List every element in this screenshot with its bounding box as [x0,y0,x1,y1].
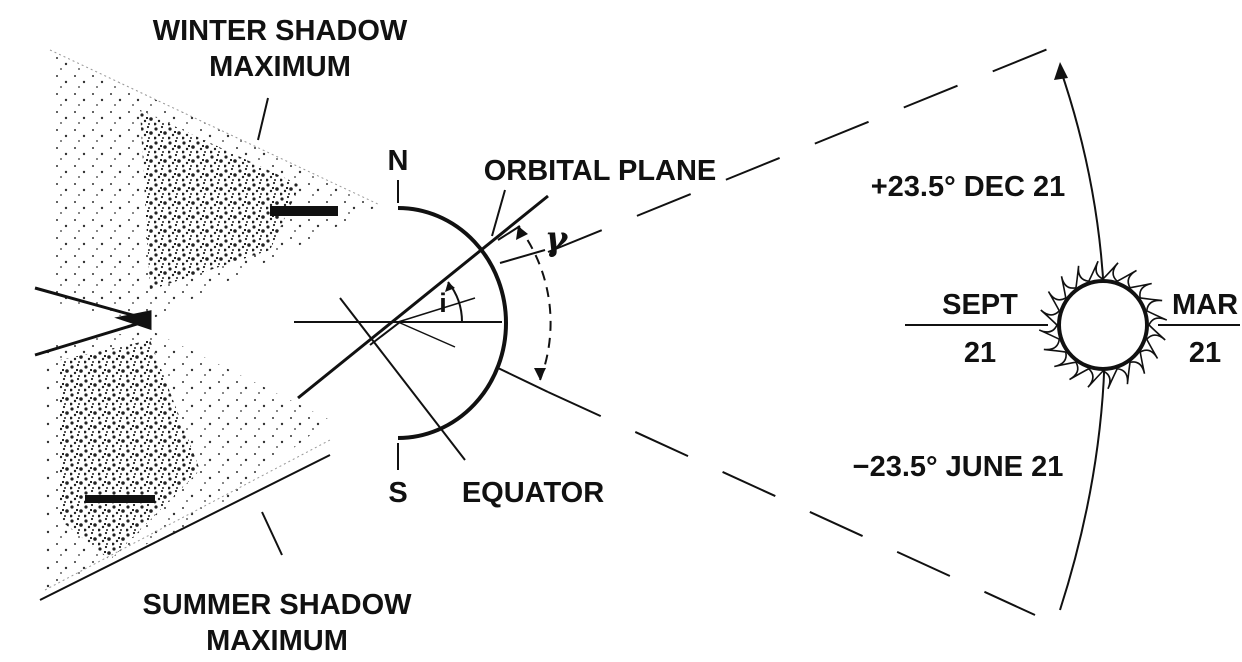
winter-shadow-label-line2: MAXIMUM [209,51,351,83]
sun-ray [1075,265,1089,288]
earth-arc [397,206,508,440]
summer-boundary-line [39,454,331,601]
sun-ray [1117,362,1131,385]
orbital-plane-leader [491,189,506,237]
sun-ray [1129,351,1146,374]
inner-ray-lower [397,321,456,348]
sun-ray [1140,297,1163,311]
orbital-plane-line [297,194,549,400]
upper-dashed-line [547,39,1071,253]
sun-ray [1038,324,1060,340]
mar-label-line1: MAR [1172,289,1238,321]
summer-shadow-label-line2: MAXIMUM [206,625,348,657]
gamma-label: γ [545,219,569,259]
summer-shadow-label-line1: SUMMER SHADOW [142,589,412,621]
sun-ray [1040,309,1060,326]
dec21-label: +23.5° DEC 21 [871,171,1066,203]
winter-shadow-region [49,49,381,320]
north-label: N [388,145,409,177]
sun-ray [1088,260,1104,282]
sun-ray [1087,368,1104,388]
sun-ray [1102,262,1119,282]
gamma-ref-upper [497,225,521,241]
orbital-plane-label: ORBITAL PLANE [484,155,717,187]
equator-line [339,297,466,461]
sun-ray [1060,276,1077,299]
inner-ray-upper [397,297,476,323]
sept-label-line1: SEPT [942,289,1018,321]
sun-ray [1043,339,1066,353]
inclination-label: i [439,288,447,318]
equator-label: EQUATOR [462,477,604,509]
sun-ray [1146,324,1166,341]
sept-label-line2: 21 [964,337,996,369]
gamma-ref-mid [499,249,546,264]
winter-shadow-label-line1: WINTER SHADOW [153,15,408,47]
mar-label-line2: 21 [1189,337,1221,369]
gamma-arc [517,225,552,381]
south-label: S [388,477,407,509]
summer-leader-line [261,511,283,556]
shadow-crossing-lines [34,286,152,357]
june21-label: −23.5° JUNE 21 [853,451,1064,483]
lower-dashed-line [547,391,1036,616]
winter-leader-line [257,97,269,141]
summer-shadow-region [44,330,331,591]
sun-ray [1102,368,1118,390]
gamma-ref-lower [497,367,549,393]
equator-stub [369,321,401,346]
sun-ray [1146,310,1168,326]
sun-icon [1038,260,1168,390]
